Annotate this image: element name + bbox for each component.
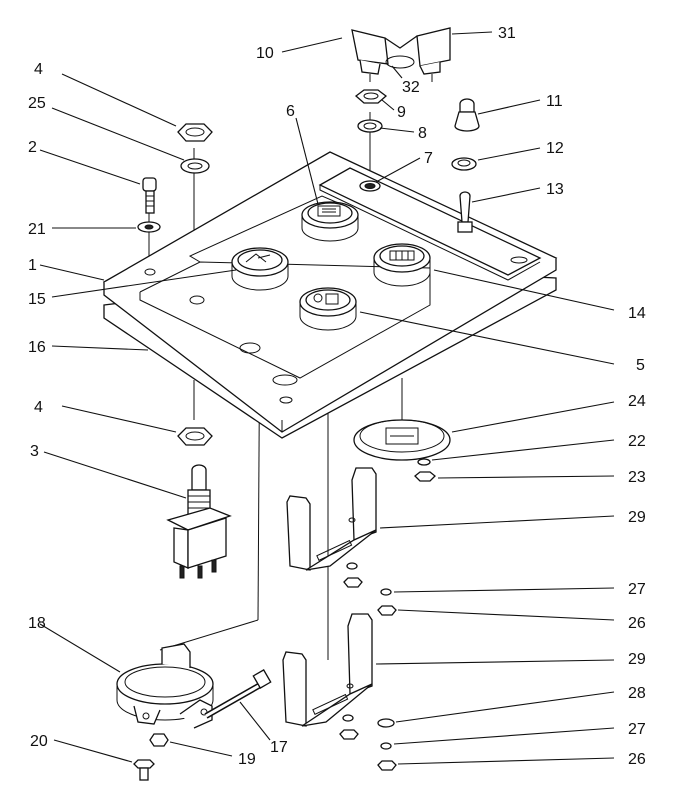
callout-8: 8 bbox=[418, 125, 427, 142]
lockwasher-22 bbox=[417, 458, 431, 466]
callout-18: 18 bbox=[28, 615, 46, 632]
washer-28 bbox=[377, 718, 395, 728]
callout-27-upper: 27 bbox=[628, 581, 646, 598]
callout-5: 5 bbox=[636, 357, 645, 374]
callout-4-bottom: 4 bbox=[34, 399, 43, 416]
callout-32: 32 bbox=[402, 79, 420, 96]
gauge-15 bbox=[231, 247, 289, 291]
nut-26-upper bbox=[377, 605, 397, 616]
leader-lines bbox=[39, 31, 615, 765]
lamp-assembly bbox=[351, 27, 451, 82]
lockwasher-25 bbox=[180, 158, 210, 174]
callout-31: 31 bbox=[498, 25, 516, 42]
callout-25: 25 bbox=[28, 95, 46, 112]
callout-29-upper: 29 bbox=[628, 509, 646, 526]
callout-20: 20 bbox=[30, 733, 48, 750]
washer-21 bbox=[137, 221, 161, 233]
callout-17: 17 bbox=[270, 739, 288, 756]
callout-6: 6 bbox=[286, 103, 295, 120]
callout-labels: 10 31 32 9 8 7 11 12 13 4 25 2 21 1 15 6… bbox=[28, 25, 646, 768]
nut-4-bottom bbox=[177, 427, 213, 446]
nut-19 bbox=[149, 733, 169, 747]
callout-15: 15 bbox=[28, 291, 46, 308]
nut-bracket-lower bbox=[339, 729, 359, 740]
lockwasher-27-upper bbox=[380, 588, 392, 596]
switch-plate bbox=[318, 167, 542, 281]
clamp-18 bbox=[116, 643, 214, 729]
nut-9 bbox=[354, 89, 388, 104]
callout-26-lower: 26 bbox=[628, 751, 646, 768]
callout-7: 7 bbox=[424, 150, 433, 167]
toggle-switch-13 bbox=[457, 191, 473, 233]
callout-19: 19 bbox=[238, 751, 256, 768]
callout-3: 3 bbox=[30, 443, 39, 460]
nut-26-lower bbox=[377, 760, 397, 771]
bracket-29-lower bbox=[282, 613, 373, 727]
gauge-5 bbox=[299, 287, 357, 331]
lockwasher-8 bbox=[357, 119, 383, 133]
callout-14: 14 bbox=[628, 305, 646, 322]
callout-27-lower: 27 bbox=[628, 721, 646, 738]
callout-16: 16 bbox=[28, 339, 46, 356]
nut-4-top bbox=[177, 123, 213, 142]
gauge-cup-24 bbox=[353, 419, 451, 461]
toggle-boot-11 bbox=[454, 98, 480, 132]
callout-21: 21 bbox=[28, 221, 46, 238]
nut-bracket-upper bbox=[343, 577, 363, 588]
callout-4-top: 4 bbox=[34, 61, 43, 78]
callout-22: 22 bbox=[628, 433, 646, 450]
callout-29-lower: 29 bbox=[628, 651, 646, 668]
callout-11: 11 bbox=[546, 93, 563, 110]
screw-20 bbox=[133, 759, 155, 781]
lockwasher-bracket-lower bbox=[342, 714, 354, 722]
lockwasher-bracket-upper bbox=[346, 562, 358, 570]
lockwasher-27-lower bbox=[380, 742, 392, 750]
callout-13: 13 bbox=[546, 181, 564, 198]
screw-2 bbox=[142, 177, 157, 214]
nut-23 bbox=[414, 471, 436, 482]
gauge-6 bbox=[301, 201, 359, 242]
nut-12 bbox=[451, 157, 477, 171]
rocker-switch-3 bbox=[166, 464, 232, 579]
callout-23: 23 bbox=[628, 469, 646, 486]
callout-26-upper: 26 bbox=[628, 615, 646, 632]
callout-1: 1 bbox=[28, 257, 37, 274]
callout-9: 9 bbox=[397, 104, 406, 121]
callout-12: 12 bbox=[546, 140, 564, 157]
bracket-29-upper bbox=[286, 467, 377, 571]
callout-24: 24 bbox=[628, 393, 646, 410]
callout-2: 2 bbox=[28, 139, 37, 156]
gauge-14 bbox=[373, 243, 431, 287]
callout-28: 28 bbox=[628, 685, 646, 702]
callout-10: 10 bbox=[256, 45, 274, 62]
screw-17 bbox=[204, 669, 272, 719]
grommet-7 bbox=[359, 180, 381, 192]
